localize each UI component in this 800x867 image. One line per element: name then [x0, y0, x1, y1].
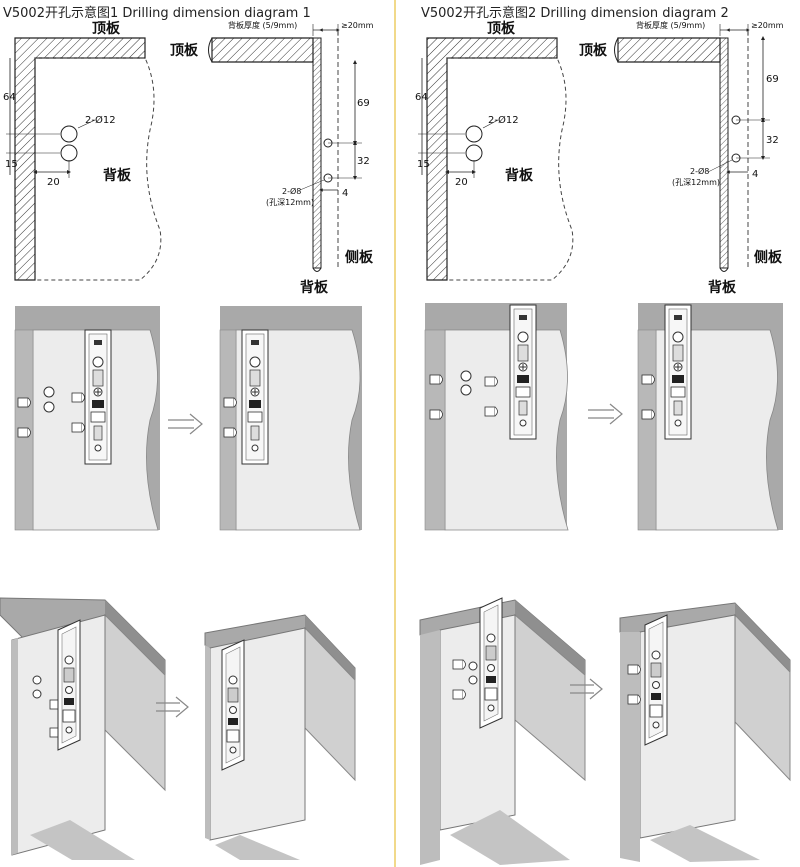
diagram-1-dim-4: 4 — [342, 188, 348, 199]
diagram-2-assembly-after — [637, 303, 783, 531]
arrow-icon — [588, 403, 623, 425]
diagram-2-iso-before — [419, 597, 586, 865]
diagram-2-front-view — [418, 37, 574, 281]
diagram-1-back-thickness: 背板厚度 (5/9mm) — [228, 20, 297, 30]
diagram-1-dim-69: 69 — [357, 98, 370, 109]
diagram-1-back-panel-label: 背板 — [103, 167, 132, 184]
diagram-1-assembly-before — [14, 306, 160, 531]
diagram-2-back-panel-label: 背板 — [505, 167, 534, 184]
diagram-2-iso-after — [619, 602, 791, 862]
diagram-1-title: V5002开孔示意图1 Drilling dimension diagram 1 — [3, 6, 311, 21]
diagram-2-dim-32: 32 — [766, 135, 779, 146]
diagram-1-section-back-label: 背板 — [300, 279, 329, 296]
arrow-icon — [570, 678, 603, 700]
diagram-1-front-view — [6, 37, 162, 281]
diagram-2-back-thickness: 背板厚度 (5/9mm) — [636, 20, 705, 30]
diagram-2-dim-ge20: ≥20mm — [751, 21, 784, 30]
diagram-2-side-panel-label: 侧板 — [754, 249, 783, 266]
diagram-1-section-view — [208, 24, 362, 272]
diagram-2-section-back-label: 背板 — [708, 279, 737, 296]
diagram-2-dim-64: 64 — [415, 92, 428, 103]
diagram-1-dim-15: 15 — [5, 159, 18, 170]
diagram-1-assembly-after — [219, 306, 362, 531]
diagram-1-hole-depth: (孔深12mm) — [266, 198, 314, 207]
diagram-1-side-panel-label: 侧板 — [345, 249, 374, 266]
diagram-2-section-view — [614, 24, 770, 272]
diagram-2-title: V5002开孔示意图2 Drilling dimension diagram 2 — [421, 6, 729, 21]
diagram-2-assembly-before — [424, 303, 569, 531]
diagram-1-dim-ge20: ≥20mm — [341, 21, 374, 30]
diagram-2-dim-4: 4 — [752, 169, 758, 180]
diagram-2-hole-depth: (孔深12mm) — [672, 178, 720, 187]
diagram-1-iso-after — [204, 614, 356, 860]
diagram-2-dim-15: 15 — [417, 159, 430, 170]
diagram-1-hole-8: 2-Ø8 — [282, 186, 301, 196]
diagram-1-iso-before — [0, 597, 166, 860]
diagram-2-dim-20: 20 — [455, 177, 468, 188]
diagram-1-top-panel-label: 顶板 — [92, 20, 121, 37]
diagram-2-section-top-label: 顶板 — [579, 42, 608, 59]
diagram-2-dim-69: 69 — [766, 74, 779, 85]
arrow-icon — [168, 413, 203, 435]
diagram-1-section-top-label: 顶板 — [170, 42, 199, 59]
diagram-2-hole-12: 2-Ø12 — [488, 114, 519, 126]
column-divider — [394, 0, 396, 867]
diagram-2-top-panel-label: 顶板 — [487, 20, 516, 37]
diagram-1-dim-20: 20 — [47, 177, 60, 188]
diagram-1-dim-64: 64 — [3, 92, 16, 103]
diagram-2-hole-8: 2-Ø8 — [690, 166, 709, 176]
diagram-1-dim-32: 32 — [357, 156, 370, 167]
diagram-1-hole-12: 2-Ø12 — [85, 114, 116, 126]
arrow-icon — [156, 696, 189, 718]
